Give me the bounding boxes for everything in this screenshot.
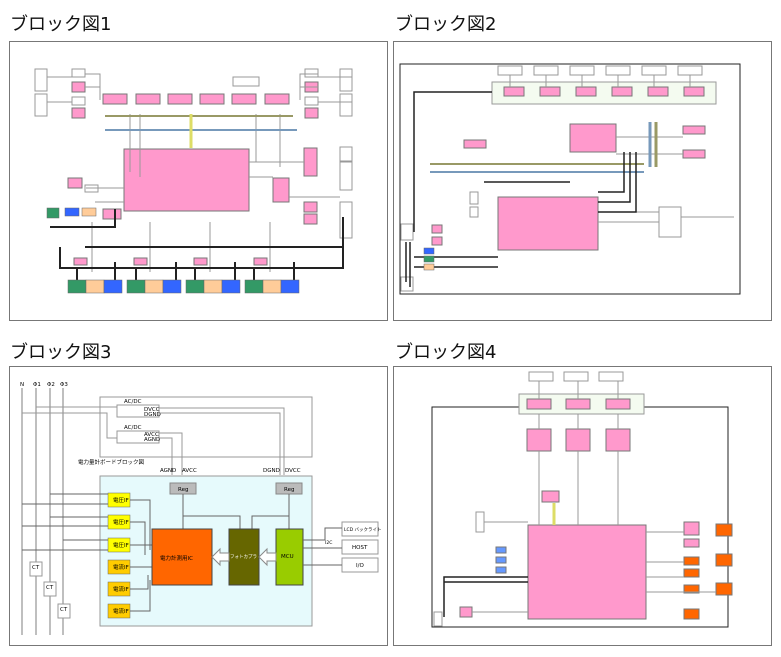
- block-diagram-1[interactable]: [9, 41, 388, 321]
- block-diagram-1-image: [34, 68, 353, 294]
- block-diagram-4[interactable]: [393, 366, 772, 646]
- line-phase1-label: Φ1: [33, 382, 41, 388]
- mcu-label: MCU: [281, 554, 294, 560]
- acdc-label-2: AC/DC: [124, 425, 142, 431]
- block-diagram-4-image: [431, 371, 733, 628]
- ct-label-2: CT: [46, 585, 54, 591]
- line-phase3-label: Φ3: [60, 382, 68, 388]
- voltage-if-2: 電圧IF: [113, 519, 129, 526]
- io-label: I/O: [356, 563, 364, 569]
- agnd-label: AGND: [144, 437, 160, 443]
- line-phase2-label: Φ2: [47, 382, 55, 388]
- figure-1-title: ブロック図1: [10, 14, 112, 35]
- lcd-backlight-label: LCD バックライト: [344, 527, 382, 533]
- avcc-label: AVCC: [144, 432, 159, 438]
- voltage-if-1: 電圧IF: [113, 497, 129, 504]
- acdc-label-1: AC/DC: [124, 399, 142, 405]
- avcc-pin-label: AVCC: [182, 468, 197, 474]
- i2c-label: I2C: [325, 540, 332, 546]
- dgnd-pin-label: DGND: [263, 468, 280, 474]
- reg-label-2: Reg: [284, 487, 294, 493]
- metering-ic-label: 電力計測用IC: [160, 554, 193, 562]
- current-if-3: 電流IF: [113, 607, 129, 615]
- ct-label-3: CT: [60, 607, 68, 613]
- voltage-if-3: 電圧IF: [113, 542, 129, 549]
- block-diagram-3-image: N Φ1 Φ2 Φ3 AC/DC DVCC DGND AC/DC AVCC AG…: [20, 382, 382, 635]
- dvcc-pin-label: DVCC: [285, 468, 301, 474]
- block-diagram-2[interactable]: [393, 41, 772, 321]
- dgnd-label: DGND: [144, 412, 161, 418]
- current-if-2: 電流IF: [113, 585, 129, 593]
- block-diagram-2-image: [399, 63, 741, 295]
- figure-2-title: ブロック図2: [395, 14, 497, 35]
- current-if-1: 電流IF: [113, 563, 129, 571]
- reg-label-1: Reg: [178, 487, 188, 493]
- ct-label-1: CT: [32, 565, 40, 571]
- agnd-pin-label: AGND: [160, 468, 176, 474]
- block-diagram-3[interactable]: N Φ1 Φ2 Φ3 AC/DC DVCC DGND AC/DC AVCC AG…: [9, 366, 388, 646]
- dvcc-label: DVCC: [144, 407, 160, 413]
- board-label: 電力量計ボードブロック図: [78, 458, 145, 466]
- host-label: HOST: [352, 545, 368, 551]
- line-n-label: N: [20, 382, 24, 388]
- photocoupler-label: フォトカプラ: [230, 554, 257, 560]
- figure-4-title: ブロック図4: [395, 342, 497, 363]
- figure-3-title: ブロック図3: [10, 342, 112, 363]
